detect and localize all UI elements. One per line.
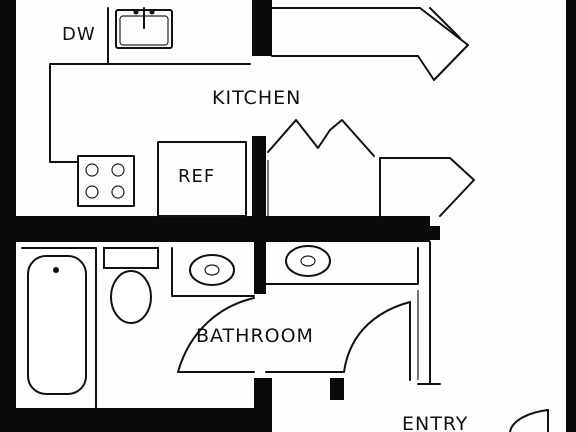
- bathroom-vanity-1: [171, 247, 255, 297]
- kitchen-center-wall: [252, 0, 272, 56]
- bathroom-label: BATHROOM: [196, 325, 314, 347]
- dishwasher-label: DW: [62, 24, 96, 45]
- hall-stub-wall: [430, 226, 440, 240]
- entry-area: ENTRY: [402, 241, 549, 432]
- refrigerator-label: REF: [178, 166, 215, 187]
- bathtub: [21, 247, 97, 409]
- peninsula-counter-inner: [429, 7, 461, 39]
- entry-label: ENTRY: [402, 413, 468, 432]
- closet-divider-wall: [252, 136, 266, 216]
- toilet: [103, 247, 159, 324]
- bathroom-door-left: [177, 297, 255, 373]
- bathroom-vanity-2: [265, 245, 419, 285]
- kitchen-area: DW KITCHEN REF: [49, 7, 475, 217]
- closet-bifold-door: [267, 119, 375, 157]
- stove: [77, 155, 135, 207]
- entry-stub-wall: [330, 378, 344, 400]
- bottom-left-wall: [0, 408, 272, 432]
- right-outer-wall: [566, 0, 576, 432]
- refrigerator: [157, 141, 247, 217]
- entry-door-swing: [509, 409, 549, 432]
- kitchen-counter: [49, 63, 251, 163]
- kitchen-bath-wall: [0, 216, 430, 242]
- bathroom-area: BATHROOM: [21, 245, 419, 409]
- pantry-door: [379, 157, 475, 217]
- kitchen-label: KITCHEN: [212, 87, 301, 109]
- bathroom-door-right: [343, 301, 411, 373]
- kitchen-sink: [115, 7, 173, 49]
- bath-vertical-wall: [254, 230, 266, 294]
- peninsula-counter: [271, 7, 469, 81]
